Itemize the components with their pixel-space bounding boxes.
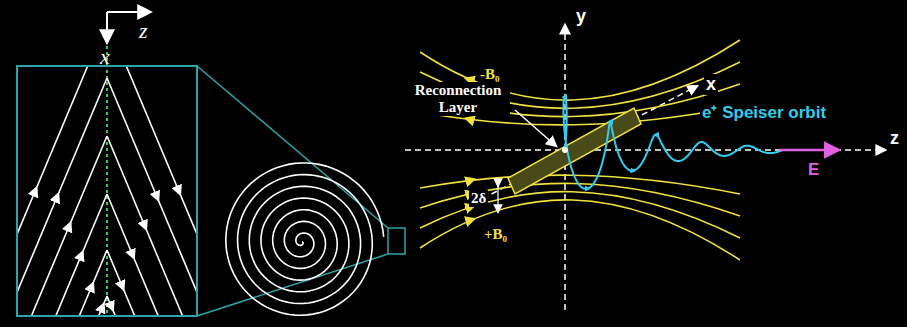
label: E — [806, 160, 821, 180]
z-axis — [107, 11, 150, 13]
field-lines — [18, 67, 196, 315]
leader-arrow — [515, 110, 556, 146]
field-line — [18, 67, 107, 315]
x-axis — [106, 12, 108, 42]
thickness-arrow — [497, 186, 498, 212]
zoom-box — [17, 66, 197, 316]
field-line — [18, 250, 107, 315]
field-arrow — [469, 118, 470, 120]
center-line — [106, 46, 108, 315]
field-line — [107, 296, 196, 315]
orbit-arrow — [610, 121, 611, 122]
label: x — [98, 44, 112, 70]
label: -B₀ — [478, 66, 502, 83]
field-line — [18, 194, 107, 315]
field-line — [420, 192, 740, 238]
origin-dot — [562, 147, 568, 153]
z-axis — [405, 149, 885, 151]
field-line — [420, 200, 740, 260]
reconnection-layer — [508, 108, 641, 194]
label: z — [888, 128, 901, 149]
label: Reconnection Layer — [406, 82, 510, 116]
field-line — [107, 67, 196, 315]
orbit-arrow — [633, 170, 634, 171]
spiral — [226, 163, 384, 315]
e-field-arrow — [780, 149, 838, 152]
orbit-arrow — [656, 134, 657, 135]
field-line — [107, 78, 196, 315]
field-arrow — [469, 79, 470, 81]
label: z — [137, 18, 150, 44]
label: e⁺ Speiser orbit — [700, 100, 828, 123]
orbit-arrow — [564, 97, 565, 98]
zoom-window — [388, 228, 405, 254]
label: 2δ — [469, 190, 488, 207]
orbit-arrow — [587, 188, 588, 189]
y-axis — [564, 25, 566, 310]
field-line — [18, 296, 107, 315]
field-line — [420, 183, 740, 216]
field-arrow — [470, 179, 471, 181]
label: x — [704, 74, 718, 95]
field-arrow — [470, 219, 471, 221]
label: +B₀ — [482, 226, 509, 243]
label: y — [574, 6, 588, 27]
field-line — [18, 78, 107, 315]
field-line — [107, 250, 196, 315]
field-line — [107, 194, 196, 315]
